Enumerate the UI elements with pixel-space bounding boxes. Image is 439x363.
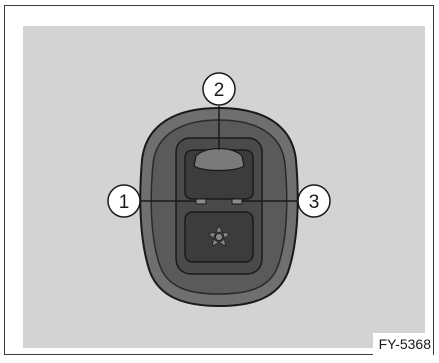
upper-button-flap bbox=[193, 147, 245, 172]
callout-2-label: 2 bbox=[214, 80, 225, 101]
callout-1: 1 bbox=[107, 184, 141, 218]
callout-1-label: 1 bbox=[119, 192, 130, 213]
right-indicator-light bbox=[231, 198, 243, 205]
figure-code: FY-5368 bbox=[372, 333, 433, 355]
callout-3-label: 3 bbox=[309, 192, 320, 213]
left-indicator-light bbox=[195, 198, 207, 205]
fan-icon bbox=[207, 225, 231, 247]
callout-2: 2 bbox=[202, 72, 236, 106]
callout-3: 3 bbox=[297, 184, 331, 218]
